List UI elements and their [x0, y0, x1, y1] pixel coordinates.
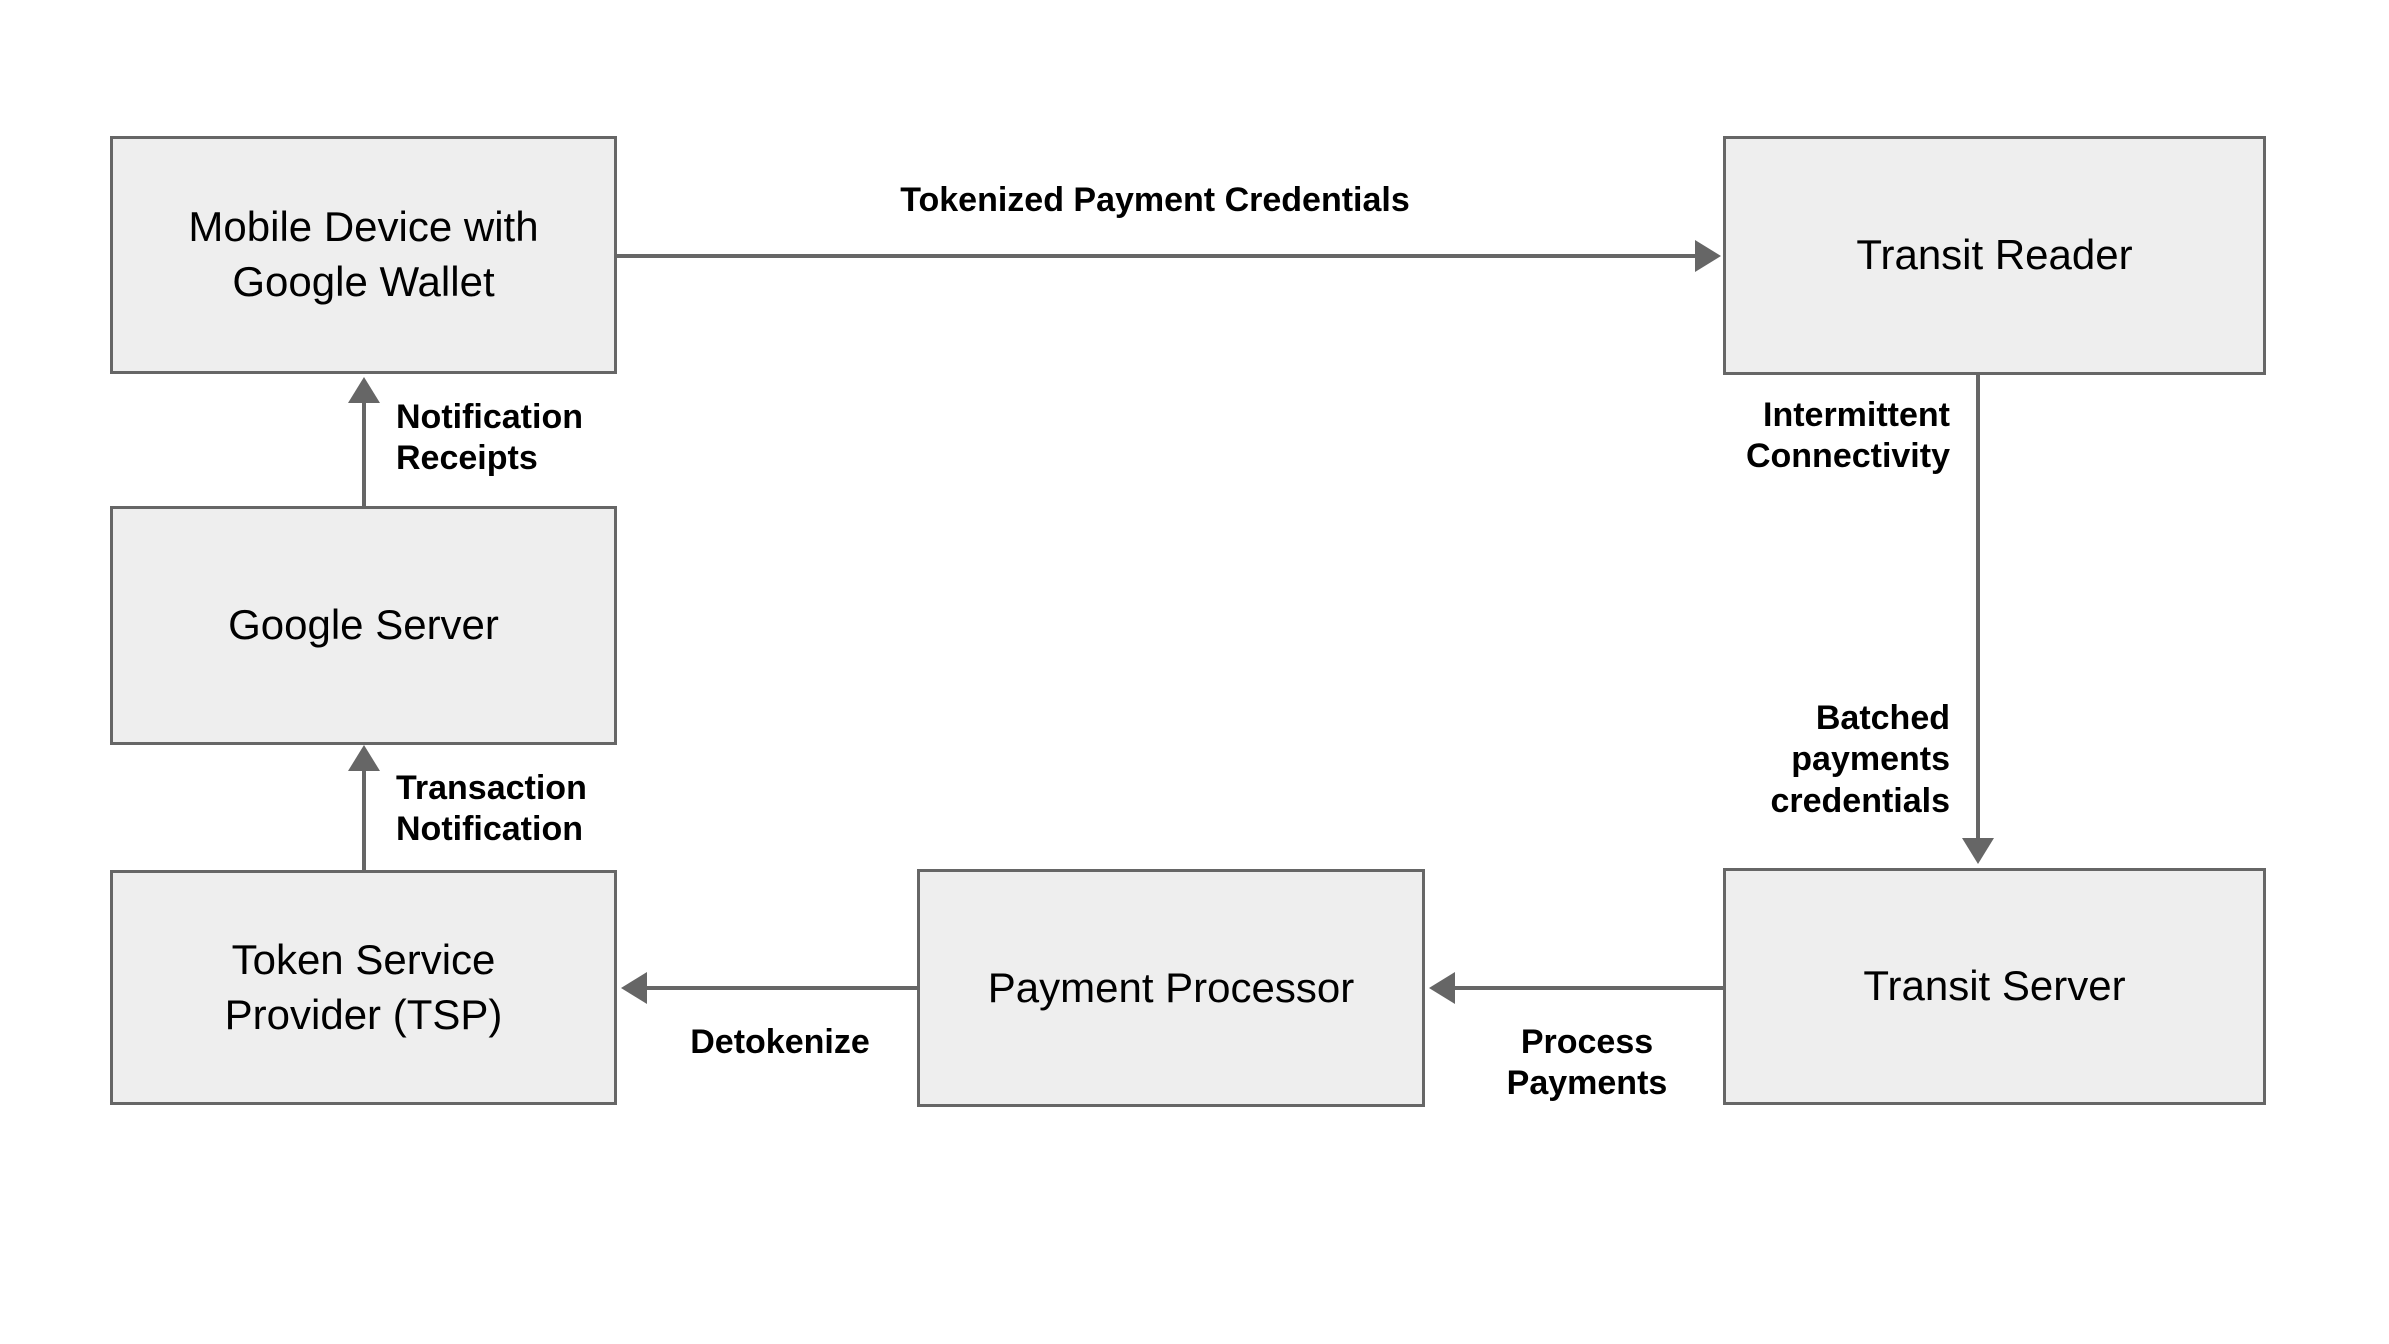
- arrowhead-up-icon-transaction-notification: [348, 745, 380, 771]
- node-payment-processor[interactable]: Payment Processor: [917, 869, 1425, 1107]
- edge-line-detokenize: [647, 986, 917, 990]
- arrowhead-down-icon-batched: [1962, 838, 1994, 864]
- node-mobile-device[interactable]: Mobile Device with Google Wallet: [110, 136, 617, 374]
- edge-line-tokenized-payment-credentials: [617, 254, 1695, 258]
- node-label-mobile-device: Mobile Device with Google Wallet: [188, 203, 539, 305]
- node-transit-server[interactable]: Transit Server: [1723, 868, 2266, 1105]
- edge-label-notification-receipts: Notification Receipts: [396, 398, 583, 478]
- edge-line-transit-reader-to-server: [1976, 375, 1980, 840]
- node-label-transit-server: Transit Server: [1863, 962, 2126, 1010]
- arrowhead-left-icon-process-payments: [1429, 972, 1455, 1004]
- arrowhead-up-icon-notification-receipts: [348, 377, 380, 403]
- edge-label-batched-payments-credentials: Batched payments credentials: [1770, 699, 1950, 820]
- edge-line-process-payments: [1455, 986, 1725, 990]
- edge-label-intermittent-connectivity: Intermittent Connectivity: [1745, 396, 1950, 476]
- edge-line-transaction-notification: [362, 770, 366, 870]
- edge-label-tokenized-payment-credentials: Tokenized Payment Credentials: [900, 181, 1410, 219]
- edge-label-detokenize: Detokenize: [690, 1023, 870, 1061]
- node-label-payment-processor: Payment Processor: [987, 963, 1355, 1011]
- edge-line-notification-receipts: [362, 402, 366, 506]
- edge-label-process-payments: Process Payments: [1506, 1023, 1668, 1103]
- node-google-server[interactable]: Google Server: [110, 506, 617, 745]
- node-token-service-provider[interactable]: Token Service Provider (TSP): [110, 870, 617, 1105]
- arrowhead-right-icon-tokenized: [1695, 240, 1721, 272]
- node-label-google-server: Google Server: [228, 601, 499, 649]
- node-label-transit-reader: Transit Reader: [1856, 231, 2133, 279]
- node-transit-reader[interactable]: Transit Reader: [1723, 136, 2266, 375]
- arrowhead-left-icon-detokenize: [621, 972, 647, 1004]
- node-label-token-service-provider: Token Service Provider (TSP): [224, 935, 503, 1038]
- edge-label-transaction-notification: Transaction Notification: [396, 769, 587, 849]
